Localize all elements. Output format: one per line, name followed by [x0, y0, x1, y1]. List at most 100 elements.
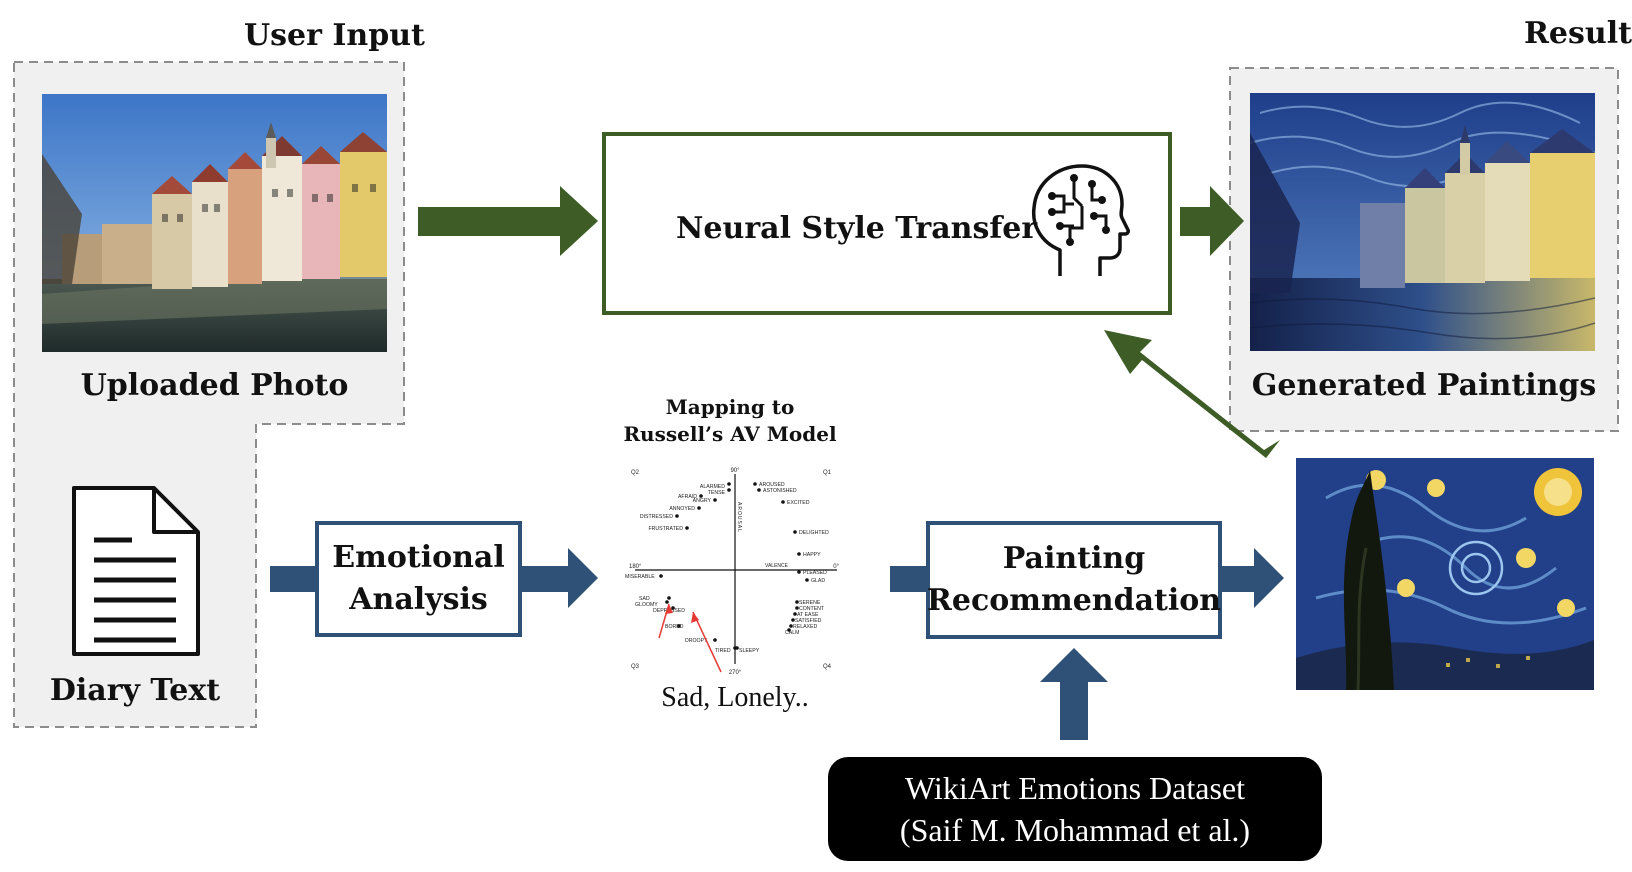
- emotion-label-calm: CALM: [785, 630, 799, 636]
- emotional-analysis-label-line2: Analysis: [349, 582, 488, 617]
- annotation-arrow-2: [692, 611, 722, 673]
- neural-style-transfer-box: Neural Style Transfer: [602, 132, 1172, 315]
- emotion-label-glad: GLAD: [811, 578, 825, 584]
- emotional-analysis-label-line1: Emotional: [332, 540, 505, 575]
- emotion-label-alarmed: ALARMED: [700, 484, 725, 490]
- emotion-dot-sad: [667, 596, 671, 600]
- uploaded-photo-caption: Uploaded Photo: [80, 368, 349, 403]
- emotion-label-delighted: DELIGHTED: [799, 530, 829, 536]
- emotion-label-afraid: AFRAID: [678, 494, 697, 500]
- emotion-label-annoyed: ANNOYED: [669, 506, 695, 512]
- axis-label-right: 0°: [833, 564, 839, 570]
- emotion-label-relaxed: RELAXED: [793, 624, 817, 630]
- emotional-analysis-box: Emotional Analysis: [315, 521, 522, 637]
- emotion-label-happy: HAPPY: [803, 552, 821, 558]
- emotion-dot-satisfied: [791, 618, 795, 622]
- annotation-arrowhead-1: [665, 604, 673, 614]
- quadrant-label-q3: Q3: [631, 664, 640, 670]
- emotion-label-sleepy: SLEEPY: [739, 648, 760, 654]
- emotion-label-astonished: ASTONISHED: [763, 488, 797, 494]
- emotion-label-frustrated: FRUSTRATED: [649, 526, 684, 532]
- arousal-label: AROUSAL: [736, 502, 742, 533]
- emotion-label-satisfied: SATISFIED: [795, 618, 822, 624]
- wikiart-dataset-box: WikiArt Emotions Dataset (Saif M. Mohamm…: [828, 757, 1322, 861]
- emotion-label-pleased: PLEASED: [803, 570, 827, 576]
- brain-circuit-icon: [1031, 164, 1130, 276]
- emotion-dot-distressed: [675, 514, 679, 518]
- emotion-dot-excited: [781, 500, 785, 504]
- emotion-dot-sleepy: [733, 646, 737, 650]
- document-icon: [72, 486, 200, 656]
- annotation-arrowhead-2: [691, 612, 699, 623]
- emotion-dot-content: [795, 606, 799, 610]
- arrow-analysis-to-av: [522, 548, 598, 608]
- emotion-label-miserable: MISERABLE: [625, 574, 655, 580]
- emotion-dot-bored: [677, 624, 681, 628]
- emotion-label-sad: SAD: [639, 596, 650, 602]
- quadrant-label-q2: Q2: [631, 470, 640, 476]
- recommended-painting-image: [1296, 458, 1594, 691]
- arrow-recommendation-to-painting: [1222, 548, 1284, 608]
- emotion-label-tired: TIRED: [715, 648, 731, 654]
- emotion-label-content: CONTENT: [799, 606, 825, 612]
- neural-style-transfer-label: Neural Style Transfer: [676, 211, 1038, 246]
- diary-text-caption: Diary Text: [49, 673, 221, 708]
- arrow-dataset-to-recommendation: [1040, 648, 1108, 740]
- valence-label: VALENCE: [765, 563, 789, 569]
- dataset-label-line2: (Saif M. Mohammad et al.): [899, 812, 1251, 848]
- emotion-dot-annoyed: [697, 506, 701, 510]
- arrow-diary-to-analysis: [270, 566, 315, 592]
- emotion-label-serene: SERENE: [799, 600, 821, 606]
- emotion-dot-astonished: [757, 488, 761, 492]
- result-label: Result: [1524, 16, 1632, 51]
- emotion-dot-pleased: [797, 570, 801, 574]
- emotion-label-bored: BORED: [665, 624, 684, 630]
- generated-paintings-caption: Generated Paintings: [1251, 368, 1597, 403]
- emotion-dot-glad: [805, 578, 809, 582]
- emotion-label-aroused: AROUSED: [759, 482, 785, 488]
- painting-recommendation-label-line1: Painting: [1002, 541, 1146, 576]
- emotion-dot-calm: [787, 628, 791, 632]
- mapping-title: Mapping to Russell’s AV Model: [620, 394, 840, 448]
- arrow-photo-to-nst: [418, 186, 598, 256]
- axis-label-bottom: 270°: [729, 670, 742, 676]
- sad-lonely-annotation: Sad, Lonely..: [661, 682, 809, 713]
- emotion-label-droopy: DROOPY: [685, 638, 708, 644]
- emotion-label-angry: ANGRY: [693, 498, 712, 504]
- axis-label-left: 180°: [629, 564, 642, 570]
- emotion-dot-serene: [795, 600, 799, 604]
- dataset-label-line1: WikiArt Emotions Dataset: [905, 770, 1245, 806]
- emotion-dot-delighted: [793, 530, 797, 534]
- user-input-label: User Input: [244, 18, 425, 53]
- arrow-painting-to-nst: [1104, 330, 1280, 458]
- emotion-label-distressed: DISTRESSED: [640, 514, 673, 520]
- painting-recommendation-label-line2: Recommendation: [926, 583, 1222, 618]
- emotion-dot-aroused: [753, 482, 757, 486]
- emotion-dot-depressed: [671, 606, 675, 610]
- emotion-dot-alarmed: [727, 482, 731, 486]
- arrow-av-to-recommendation: [890, 566, 926, 592]
- generated-painting-image: [1249, 93, 1596, 351]
- quadrant-label-q1: Q1: [823, 470, 832, 476]
- emotion-dot-miserable: [659, 574, 663, 578]
- mapping-title-line2: Russell’s AV Model: [623, 422, 837, 446]
- emotion-label-tense: TENSE: [708, 490, 726, 496]
- painting-recommendation-box: Painting Recommendation: [926, 521, 1222, 639]
- emotion-label-excited: EXCITED: [787, 500, 810, 506]
- arrow-nst-to-result: [1180, 186, 1244, 256]
- quadrant-label-q4: Q4: [823, 664, 832, 670]
- emotion-dot-relaxed: [789, 624, 793, 628]
- axis-label-top: 90°: [730, 468, 740, 474]
- mapping-title-line1: Mapping to: [665, 395, 795, 419]
- emotion-label-gloomy: GLOOMY: [635, 602, 658, 608]
- emotion-dot-angry: [713, 498, 717, 502]
- emotion-dot-gloomy: [665, 600, 669, 604]
- emotion-dot-droopy: [713, 638, 717, 642]
- emotion-label-at-ease: AT EASE: [797, 612, 819, 618]
- emotion-dot-happy: [797, 552, 801, 556]
- emotion-dot-afraid: [699, 494, 703, 498]
- uploaded-photo-image: [42, 94, 387, 352]
